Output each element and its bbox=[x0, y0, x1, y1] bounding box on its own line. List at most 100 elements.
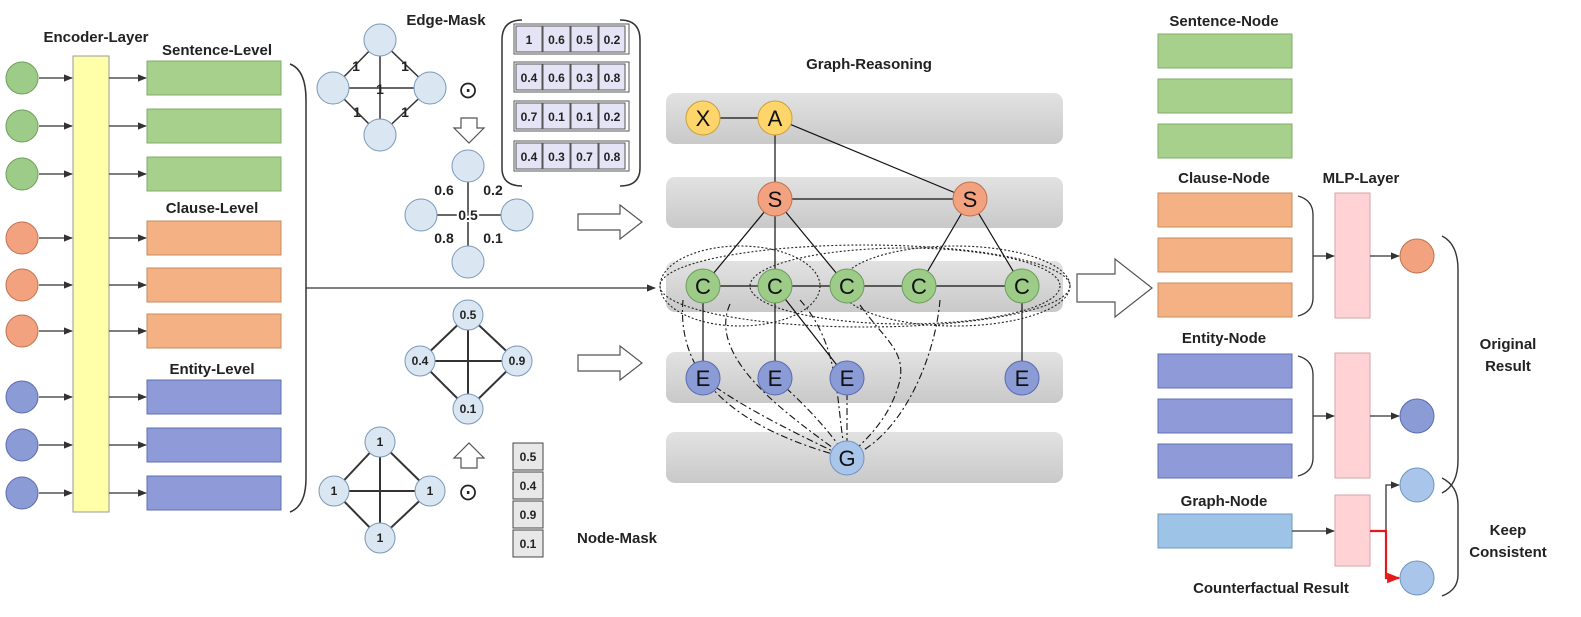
graph-node-entity-label: E bbox=[696, 366, 711, 391]
node-weight: 1 bbox=[377, 531, 384, 545]
edge-weight: 1 bbox=[401, 104, 409, 120]
graph-node-clause bbox=[1004, 268, 1040, 304]
hollow-right-arrow-icon bbox=[577, 344, 643, 382]
entity-level-bar bbox=[146, 427, 282, 463]
matrix-value: 0.6 bbox=[548, 33, 565, 47]
encoder-layer-bar bbox=[72, 55, 110, 513]
node-weight: 1 bbox=[427, 484, 434, 498]
matrix-value: 0.1 bbox=[576, 110, 593, 124]
matrix-row bbox=[513, 100, 630, 132]
matrix-cell bbox=[598, 25, 626, 53]
graph-node-entity-label: E bbox=[840, 366, 855, 391]
matrix-left-paren bbox=[501, 19, 523, 187]
entity-level-label: Entity-Level bbox=[169, 361, 254, 378]
graph-output-node bbox=[1399, 467, 1435, 503]
graph-node-clause-label: C bbox=[695, 274, 711, 299]
graph-node-clause-label: C bbox=[1014, 274, 1030, 299]
matrix-cell bbox=[570, 102, 599, 130]
encoder-layer-label: Encoder-Layer bbox=[43, 29, 148, 46]
mlp-bar-clause bbox=[1334, 192, 1371, 319]
graph-node-a bbox=[757, 100, 793, 136]
graph-node-entity bbox=[829, 360, 865, 396]
matrix-cell bbox=[542, 142, 571, 170]
sentence-input-node bbox=[5, 109, 39, 143]
entity-input-node bbox=[5, 428, 39, 462]
keep-consistent-label-line2: Consistent bbox=[1469, 544, 1547, 561]
graph-node-entity bbox=[1004, 360, 1040, 396]
matrix-right-paren bbox=[619, 19, 641, 187]
edge-weight: 0.6 bbox=[434, 182, 454, 198]
graph-node-clause bbox=[685, 268, 721, 304]
clause-input-node bbox=[5, 268, 39, 302]
clause-input-node bbox=[5, 314, 39, 348]
matrix-value: 0.2 bbox=[604, 33, 621, 47]
mlp-bar-graph bbox=[1334, 494, 1371, 567]
matrix-value: 1 bbox=[526, 33, 533, 47]
sentence-level-bar bbox=[146, 60, 282, 96]
sentence-input-node bbox=[5, 61, 39, 95]
matrix-cell bbox=[570, 63, 599, 91]
vector-cell bbox=[512, 471, 544, 500]
sentence-node-bars bbox=[1157, 33, 1293, 159]
graph-solid-edges bbox=[702, 117, 1023, 379]
original-result-label-line1: Original bbox=[1480, 336, 1537, 353]
graph-node-entity bbox=[685, 360, 721, 396]
clause-level-bar bbox=[146, 220, 282, 256]
matrix-value: 0.5 bbox=[576, 33, 593, 47]
graph-node-x bbox=[685, 100, 721, 136]
graph-node-bar bbox=[1157, 513, 1293, 549]
vector-value: 0.1 bbox=[520, 537, 537, 551]
node-weight: 0.4 bbox=[412, 354, 429, 368]
clause-input-node bbox=[5, 221, 39, 255]
matrix-cell bbox=[515, 63, 543, 91]
matrix-value: 0.7 bbox=[521, 110, 538, 124]
graph-node-sentence-label: S bbox=[963, 187, 978, 212]
graph-node-clause bbox=[901, 268, 937, 304]
entity-input-node bbox=[5, 476, 39, 510]
matrix-cell bbox=[542, 102, 571, 130]
encoder-rows bbox=[5, 60, 282, 511]
node-weight: 0.5 bbox=[460, 308, 477, 322]
graph-node-sentence-label: S bbox=[768, 187, 783, 212]
edge-weight: 0.2 bbox=[483, 182, 503, 198]
entity-output-node bbox=[1399, 398, 1435, 434]
counterfactual-output-node bbox=[1399, 560, 1435, 596]
matrix-cell bbox=[598, 63, 626, 91]
sentence-input-node bbox=[5, 157, 39, 191]
entity-level-bar bbox=[146, 379, 282, 415]
matrix-cell bbox=[515, 142, 543, 170]
matrix-row bbox=[513, 61, 630, 93]
node-weight: 1 bbox=[331, 484, 338, 498]
graph-node-entity-label: E bbox=[1015, 366, 1030, 391]
clause-bracket bbox=[1297, 195, 1314, 317]
counterfactual-result-label: Counterfactual Result bbox=[1193, 580, 1349, 597]
matrix-cell bbox=[598, 102, 626, 130]
node-weight: 0.1 bbox=[460, 402, 477, 416]
matrix-value: 0.3 bbox=[548, 150, 565, 164]
mlp-layer-label: MLP-Layer bbox=[1323, 170, 1400, 187]
vector-cell bbox=[512, 500, 544, 529]
matrix-cell bbox=[515, 102, 543, 130]
hollow-down-arrow-icon bbox=[452, 117, 486, 144]
sentence-level-bar bbox=[146, 108, 282, 144]
graph-nodes: X A S S C C C C C E E E E G bbox=[685, 100, 1040, 476]
node-mask-odot-icon: ⊙ bbox=[458, 479, 478, 506]
sentence-level-bar bbox=[146, 156, 282, 192]
node-mask-vector: 0.50.40.90.1 bbox=[512, 442, 544, 558]
node-weight: 0.9 bbox=[509, 354, 526, 368]
entity-node-label: Entity-Node bbox=[1182, 330, 1266, 347]
graph-node-global bbox=[829, 440, 865, 476]
matrix-cell bbox=[570, 142, 599, 170]
vector-cell bbox=[512, 442, 544, 471]
edge-weight: 0.5 bbox=[458, 207, 478, 223]
hollow-up-arrow-icon bbox=[452, 442, 486, 469]
level-bracket bbox=[289, 63, 307, 513]
matrix-cell bbox=[542, 63, 571, 91]
edge-weight: 1 bbox=[353, 104, 361, 120]
clause-node-label: Clause-Node bbox=[1178, 170, 1270, 187]
matrix-value: 0.1 bbox=[548, 110, 565, 124]
matrix-value: 0.3 bbox=[576, 71, 593, 85]
counterfactual-red-arrow bbox=[1370, 529, 1401, 584]
